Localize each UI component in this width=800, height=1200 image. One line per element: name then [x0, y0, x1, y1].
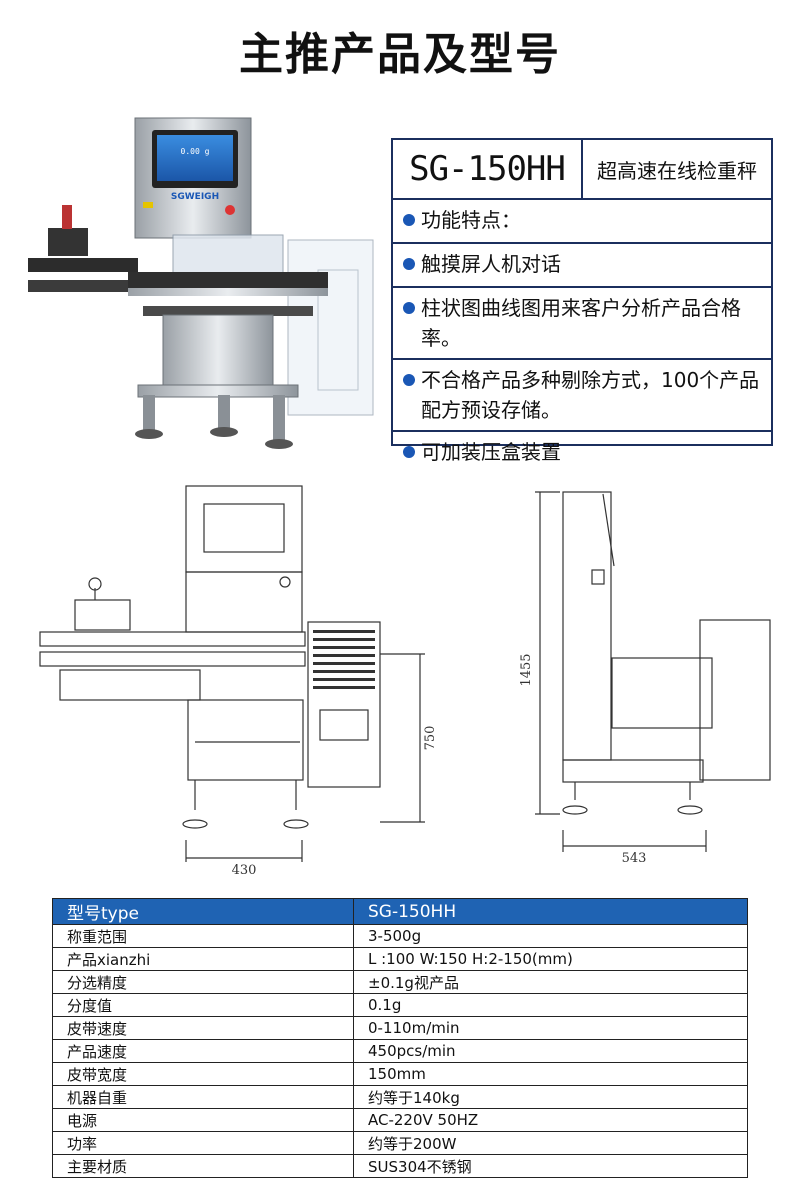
spec-header-row: 型号type SG-150HH: [52, 898, 748, 925]
table-row: 分选精度±0.1g视产品: [52, 970, 748, 994]
front-view-drawing: [39, 485, 425, 862]
feature-text: 不合格产品多种剔除方式，100个产品配方预设存储。: [421, 368, 760, 422]
spec-value: SUS304不锈钢: [353, 1154, 748, 1178]
spec-key: 皮带速度: [52, 1016, 354, 1040]
spec-key: 分选精度: [52, 970, 354, 994]
bullet-icon: [403, 258, 415, 270]
side-view-drawing: [535, 491, 771, 852]
reject-vents: [313, 630, 375, 689]
bullet-icon: [403, 214, 415, 226]
spec-value: L :100 W:150 H:2-150(mm): [353, 947, 748, 971]
feature-item: 可加装压盒装置: [393, 432, 771, 472]
spec-key: 产品速度: [52, 1039, 354, 1063]
spec-value: AC-220V 50HZ: [353, 1108, 748, 1132]
feature-item: 触摸屏人机对话: [393, 244, 771, 288]
feature-header: SG-150HH 超高速在线检重秤: [393, 140, 771, 200]
table-row: 功率约等于200W: [52, 1131, 748, 1155]
spec-value: 450pcs/min: [353, 1039, 748, 1063]
model-number: SG-150HH: [393, 140, 583, 198]
spec-value: ±0.1g视产品: [353, 970, 748, 994]
spec-key: 功率: [52, 1131, 354, 1155]
dim-depth-side: 543: [622, 851, 647, 866]
spec-value: 0.1g: [353, 993, 748, 1017]
product-photo: 0.00 g SGWEIGH: [28, 117, 374, 449]
table-row: 机器自重约等于140kg: [52, 1085, 748, 1109]
bullet-icon: [403, 374, 415, 386]
feature-item: 柱状图曲线图用来客户分析产品合格率。: [393, 288, 771, 360]
brand-label: SGWEIGH: [171, 192, 219, 202]
spec-key: 皮带宽度: [52, 1062, 354, 1086]
spec-header-key: 型号type: [52, 898, 354, 925]
feature-item: 功能特点：: [393, 200, 771, 244]
spec-key: 主要材质: [52, 1154, 354, 1178]
screen-reading: 0.00 g: [181, 147, 210, 156]
spec-key: 机器自重: [52, 1085, 354, 1109]
spec-value: 0-110m/min: [353, 1016, 748, 1040]
spec-value: 约等于200W: [353, 1131, 748, 1155]
spec-value: 约等于140kg: [353, 1085, 748, 1109]
model-description: 超高速在线检重秤: [597, 158, 757, 183]
spec-key: 产品xianzhi: [52, 947, 354, 971]
spec-key: 电源: [52, 1108, 354, 1132]
page-title: 主推产品及型号: [239, 29, 561, 80]
dim-width-front: 430: [232, 863, 257, 878]
technical-drawing: 750 430 1455 543: [39, 485, 771, 878]
feature-text: 可加装压盒装置: [421, 440, 561, 464]
spec-value: 150mm: [353, 1062, 748, 1086]
feature-text: 功能特点：: [421, 208, 521, 232]
spec-header-value: SG-150HH: [353, 898, 748, 925]
bullet-icon: [403, 446, 415, 458]
feature-text: 触摸屏人机对话: [421, 252, 561, 276]
dim-height-front: 750: [423, 726, 438, 751]
dim-height-side: 1455: [519, 653, 534, 686]
bullet-icon: [403, 302, 415, 314]
feature-box: SG-150HH 超高速在线检重秤 功能特点： 触摸屏人机对话 柱状图曲线图用来…: [391, 138, 773, 464]
spec-value: 3-500g: [353, 924, 748, 948]
feature-item: 不合格产品多种剔除方式，100个产品配方预设存储。: [393, 360, 771, 432]
spec-key: 称重范围: [52, 924, 354, 948]
spec-key: 分度值: [52, 993, 354, 1017]
feature-text: 柱状图曲线图用来客户分析产品合格率。: [421, 296, 741, 350]
